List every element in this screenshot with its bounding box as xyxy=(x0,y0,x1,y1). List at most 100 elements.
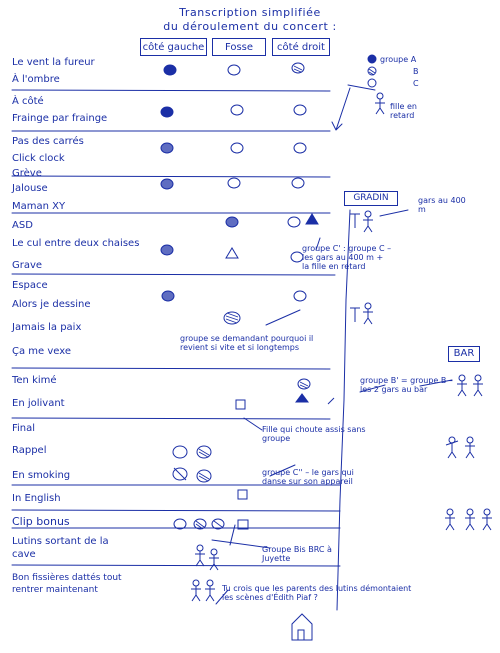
group-c-dot xyxy=(172,467,188,481)
gradin-line xyxy=(336,209,351,611)
note-group-b-prime: groupe B' = groupe B – les 2 gars au bar xyxy=(360,376,453,394)
group-a-dot xyxy=(173,518,187,530)
row-divider xyxy=(11,273,336,276)
arrow xyxy=(215,589,229,605)
title-line-1: Transcription simplifiée xyxy=(179,6,321,19)
group-c-dot xyxy=(305,213,319,225)
row-divider xyxy=(11,509,341,512)
song-row: Ten kimé xyxy=(12,375,57,386)
gradin-label: GRADIN xyxy=(344,191,398,206)
figure-bis-1 xyxy=(195,544,205,567)
group-a-dot xyxy=(223,311,241,325)
group-a-dot xyxy=(160,244,174,256)
box-marker xyxy=(237,519,249,530)
figure-parents-2 xyxy=(205,579,215,602)
song-row: Clip bonus xyxy=(12,515,70,528)
note-group-bis: Groupe Bis BRC à Juyette xyxy=(262,545,332,563)
arrow xyxy=(347,84,376,91)
group-b-dot xyxy=(297,378,311,390)
song-row: Espace xyxy=(12,280,48,291)
arrow xyxy=(265,309,301,326)
group-b-dot xyxy=(196,469,212,483)
group-c-dot xyxy=(291,62,305,74)
figure-bar-3 xyxy=(445,436,459,459)
legend-dot-c xyxy=(367,78,377,88)
house-icon xyxy=(291,613,313,641)
group-b-dot xyxy=(227,64,241,76)
figure-bar-1 xyxy=(457,374,467,397)
figure-right-gradin xyxy=(350,302,373,325)
song-row: In English xyxy=(12,493,61,504)
song-row: Lutins sortant de la cave xyxy=(12,536,109,560)
group-c-dot xyxy=(290,251,304,263)
group-b-dot xyxy=(230,142,244,154)
group-b-dot xyxy=(227,177,241,189)
group-c-dot xyxy=(211,518,225,530)
song-row: Bon fissières dattés tout rentrer mainte… xyxy=(12,573,122,595)
note-girl-falls: Fille qui choute assis sans groupe xyxy=(262,425,366,443)
note-late-girl: fille en retard xyxy=(390,102,417,120)
song-row: À l'ombre xyxy=(12,74,60,85)
group-a-dot xyxy=(172,445,188,459)
figure-guy-400m xyxy=(350,210,373,233)
arrow xyxy=(419,379,453,387)
figure-bar-4 xyxy=(465,436,475,459)
dancer-device xyxy=(237,489,248,500)
arrow xyxy=(359,384,386,393)
song-row: ASD xyxy=(12,220,33,231)
group-a-dot xyxy=(225,216,239,228)
row-divider xyxy=(11,367,331,370)
song-row: Rappel xyxy=(12,445,47,456)
group-b-dot xyxy=(287,216,301,228)
arrow xyxy=(315,237,321,251)
song-row: À côté xyxy=(12,96,44,107)
group-c-dot xyxy=(295,393,309,403)
row-divider xyxy=(11,564,341,567)
note-footer-question: Tu crois que les parents des lutins démo… xyxy=(222,584,412,602)
song-row: Final xyxy=(12,423,36,434)
arrow xyxy=(331,87,351,131)
legend-a-label: groupe A xyxy=(380,55,417,64)
legend-dot-a xyxy=(367,54,377,64)
row-divider xyxy=(11,417,331,420)
group-a-dot xyxy=(160,178,174,190)
row-divider xyxy=(11,175,331,178)
song-row: Jamais la paix xyxy=(12,322,82,333)
figure-bar-7 xyxy=(482,508,492,531)
song-row: Jalouse xyxy=(12,183,48,194)
figure-bar-6 xyxy=(465,508,475,531)
group-b-dot xyxy=(193,518,207,530)
group-a-dot xyxy=(160,106,174,118)
arrow xyxy=(211,539,271,549)
legend-dot-b-hatch xyxy=(368,68,376,76)
group-c-dot xyxy=(293,104,307,116)
arrow xyxy=(243,417,263,431)
song-row: En jolivant xyxy=(12,398,65,409)
arrow xyxy=(269,464,296,477)
song-row: Le vent la fureur xyxy=(12,57,95,68)
arrow xyxy=(229,524,236,546)
column-left-side: côté gauche xyxy=(140,38,207,56)
row-divider xyxy=(11,89,331,92)
song-row: Le cul entre deux chaises xyxy=(12,238,140,249)
legend-c-label: C xyxy=(413,79,419,88)
figure-bis-2 xyxy=(209,548,219,571)
group-a-dot xyxy=(163,64,177,76)
song-row: Click clock xyxy=(12,153,65,164)
song-row: Grève xyxy=(12,168,42,179)
note-group-c-prime: groupe C' : groupe C – les gars au 400 m… xyxy=(302,244,392,271)
song-row: Pas des carrés xyxy=(12,136,84,147)
figure-bar-2 xyxy=(473,374,483,397)
song-row: Maman XY xyxy=(12,201,66,212)
bar-label: BAR xyxy=(448,346,480,362)
arrow xyxy=(379,209,409,217)
group-a-dot xyxy=(161,290,175,302)
song-row: Grave xyxy=(12,260,43,271)
group-b-dot xyxy=(225,247,239,259)
column-right-side: côté droit xyxy=(272,38,330,56)
note-group-wondering: groupe se demandant pourquoi il revient … xyxy=(180,334,314,352)
group-b-dot xyxy=(230,104,244,116)
group-c-dot xyxy=(293,142,307,154)
